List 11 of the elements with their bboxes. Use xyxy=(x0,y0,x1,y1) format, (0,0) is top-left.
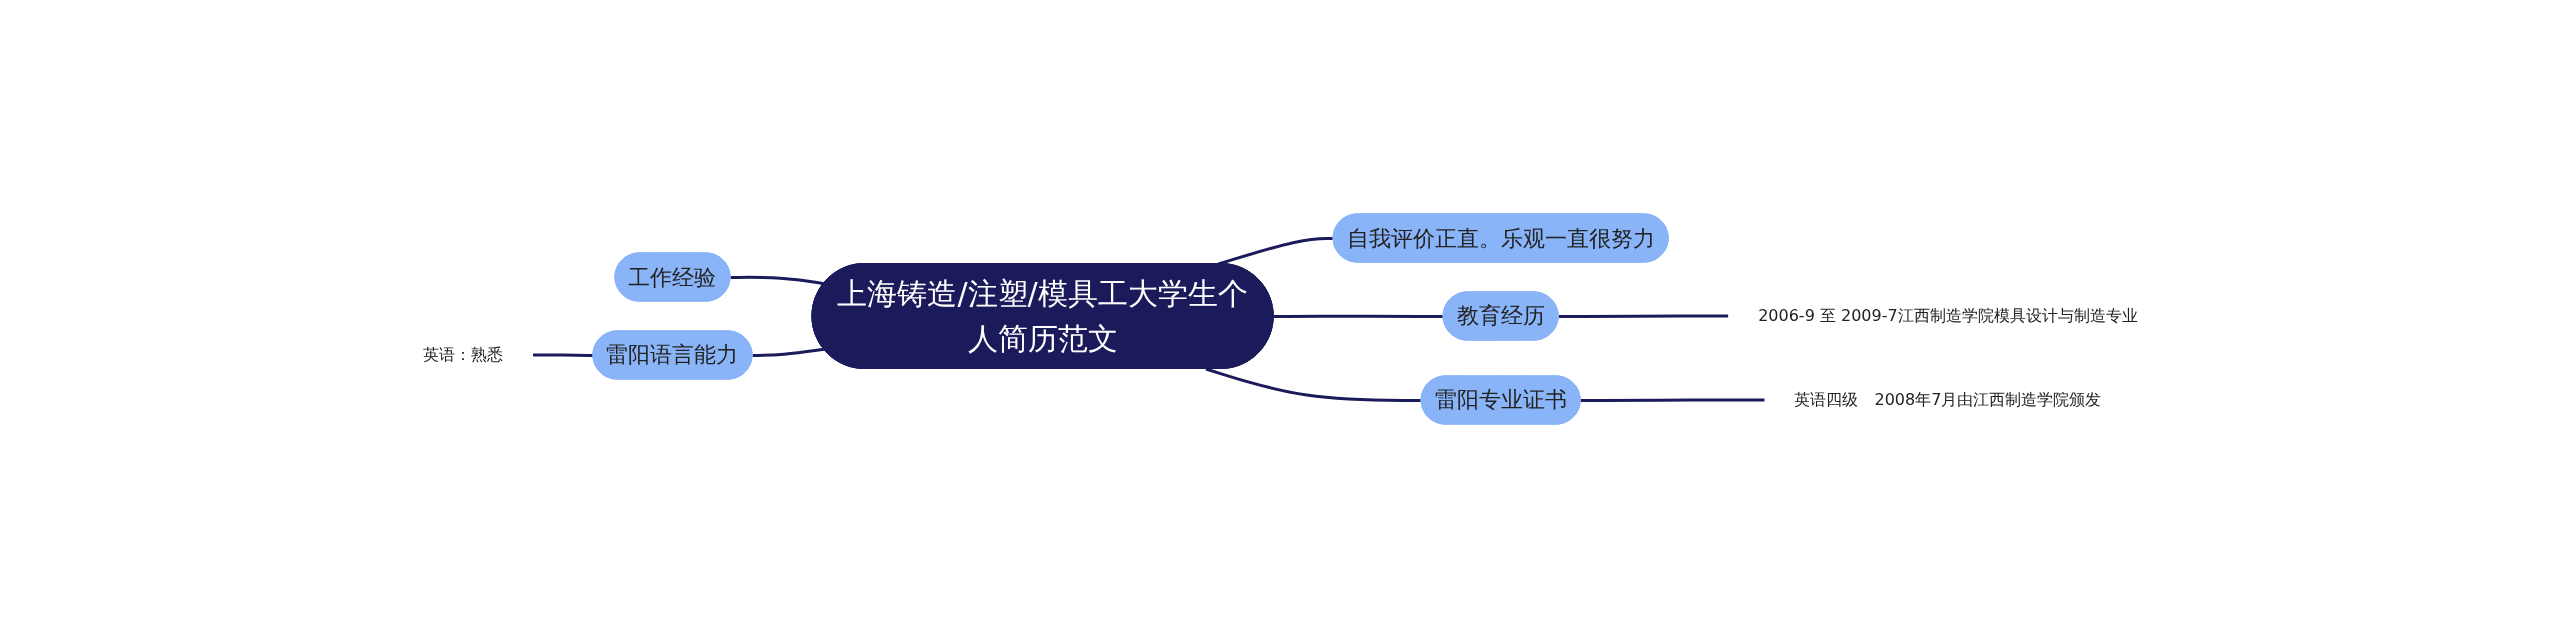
node-text: 英语四级 2008年7月由江西制造学院颁发 xyxy=(1794,390,2102,409)
connector xyxy=(752,347,824,357)
connector xyxy=(730,275,824,286)
connector xyxy=(1558,314,1728,318)
node-text: 英语：熟悉 xyxy=(422,345,503,364)
connector xyxy=(1205,367,1422,402)
node-text: 2006-9 至 2009-7江西制造学院模具设计与制造专业 xyxy=(1757,306,2138,325)
connector xyxy=(1217,236,1334,266)
connector xyxy=(1580,398,1765,402)
connector xyxy=(532,353,594,357)
connector xyxy=(1273,314,1444,318)
